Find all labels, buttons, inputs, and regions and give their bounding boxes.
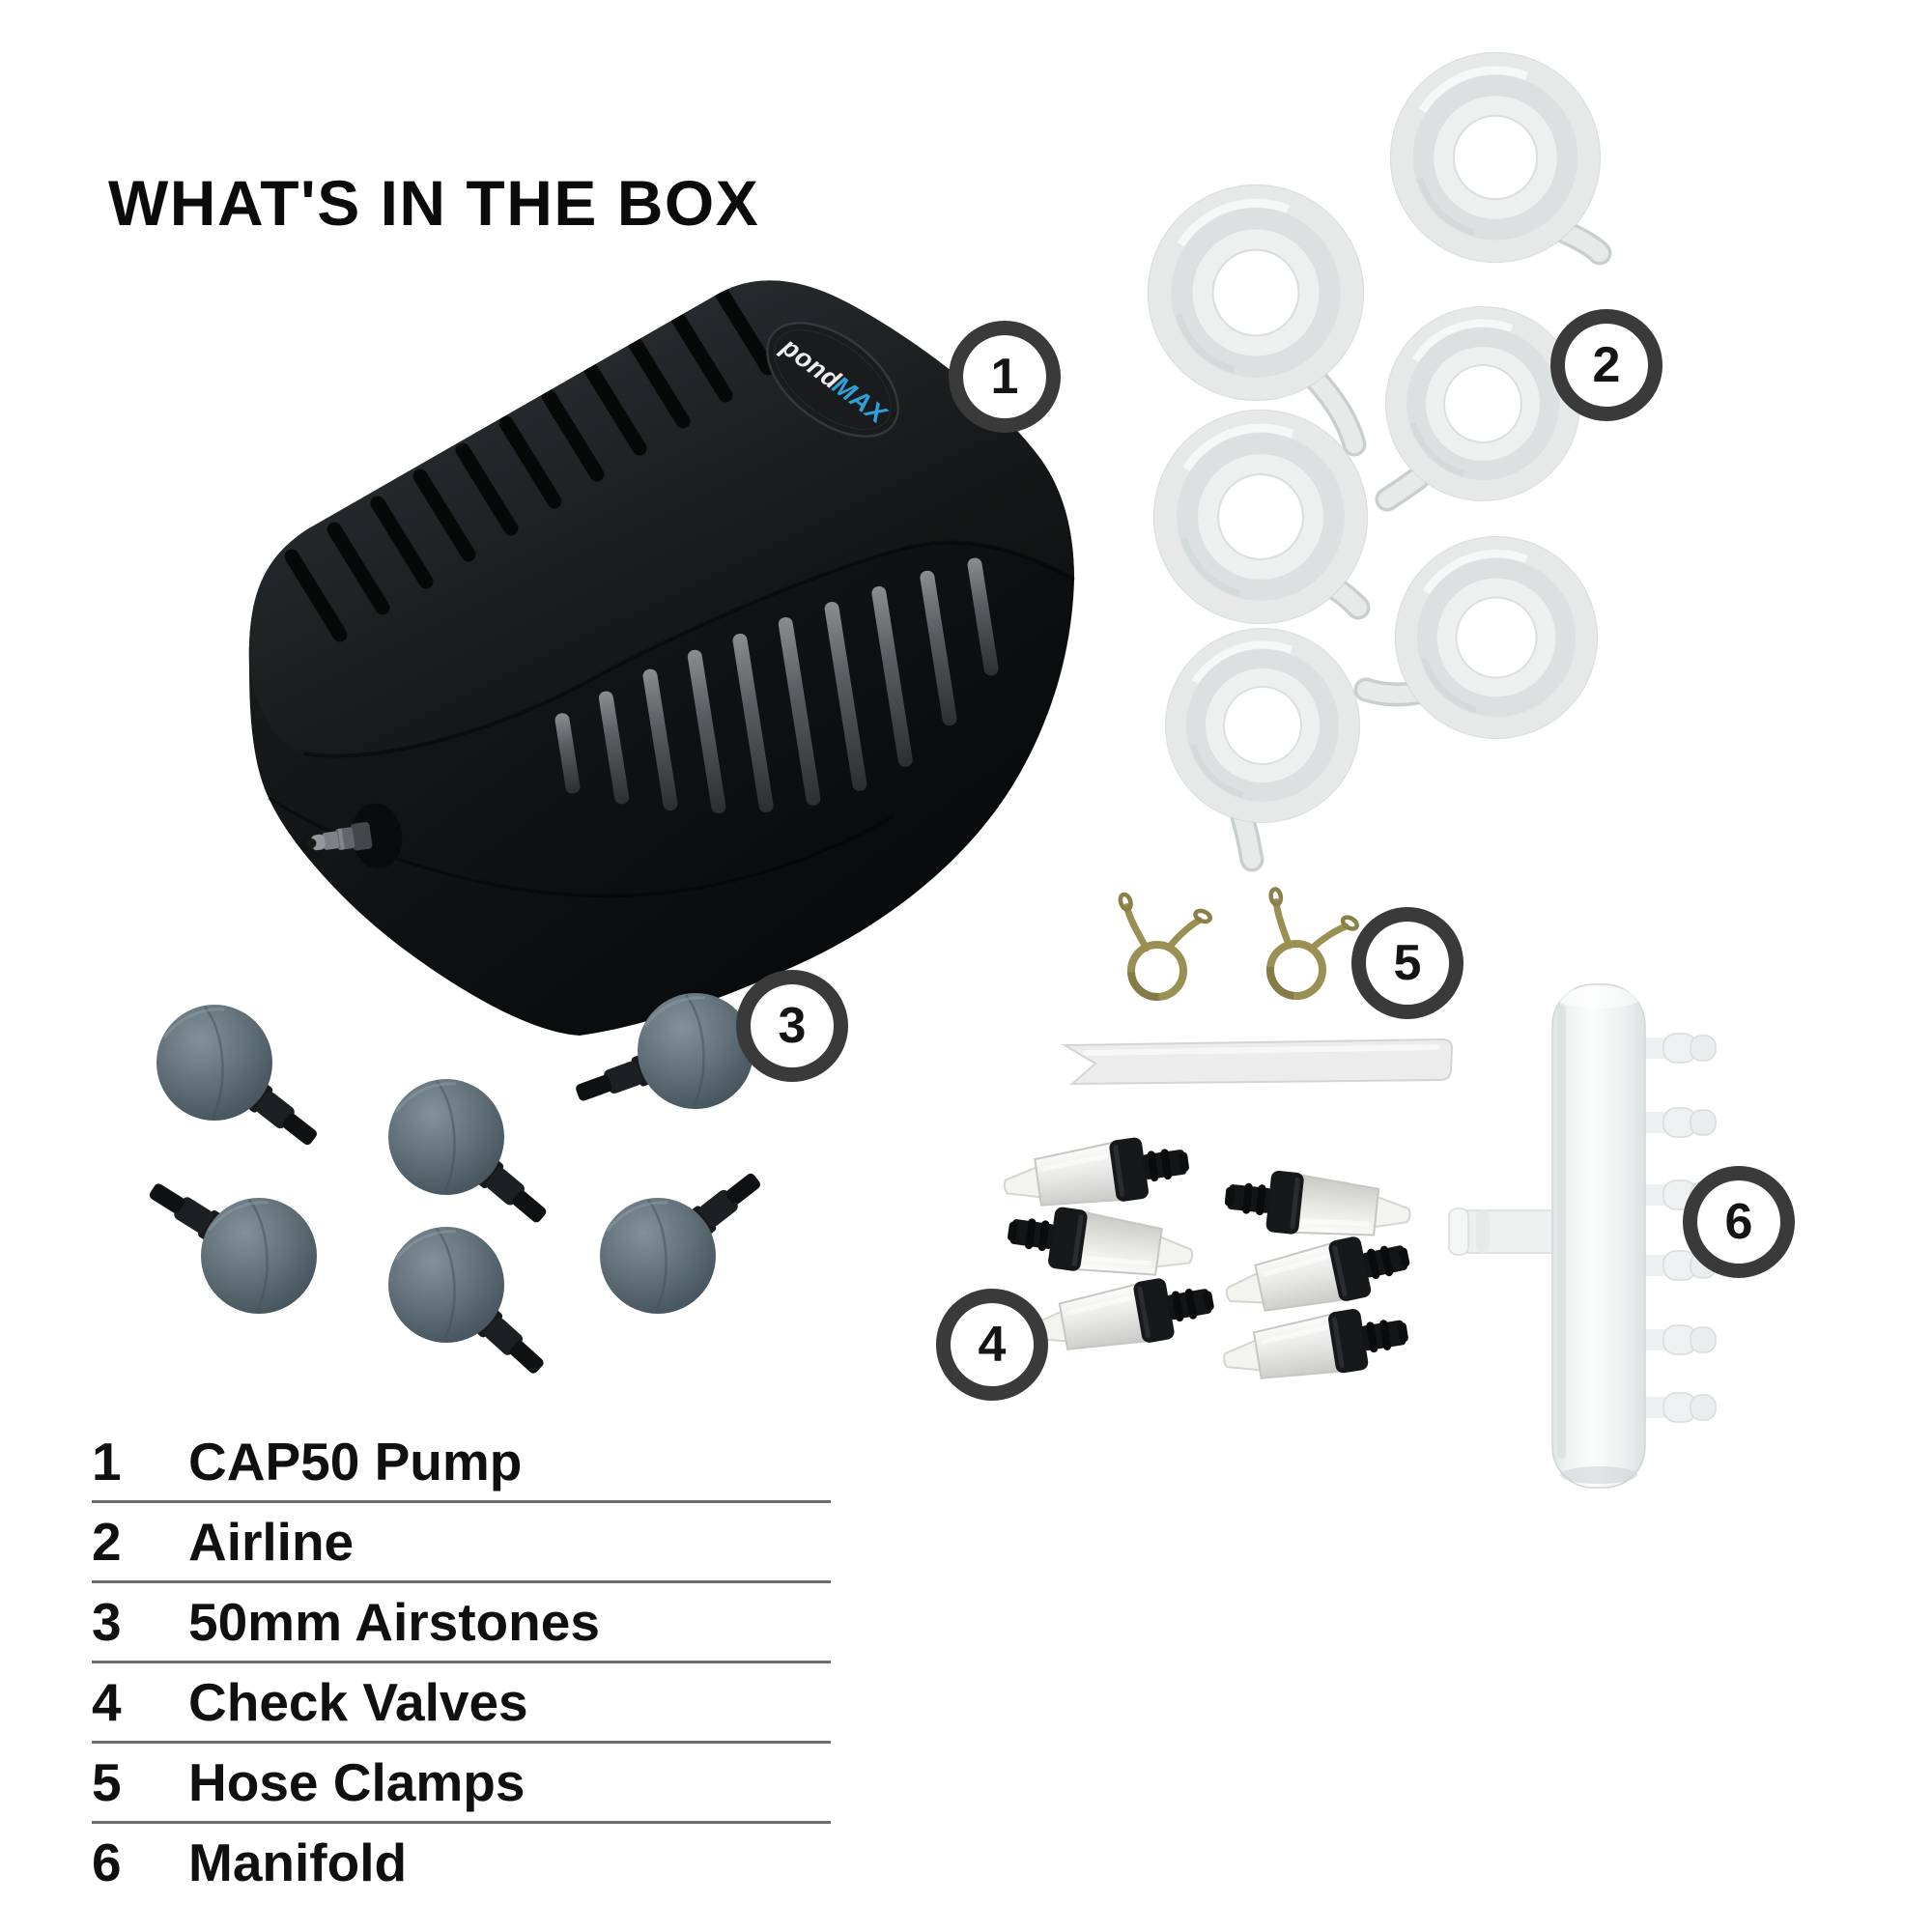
check-valve-4	[1222, 1165, 1413, 1246]
airline-coil-5	[1166, 629, 1359, 822]
airstone-2	[386, 1077, 553, 1230]
hose-clamp-1	[1119, 889, 1216, 999]
airstone-4	[144, 1176, 319, 1316]
pump-ridges	[284, 282, 776, 642]
callout-badge-5: 5	[1351, 907, 1463, 1019]
hose-clamps	[1119, 888, 1362, 1002]
legend-item-number: 2	[92, 1512, 122, 1572]
airline-coils	[1149, 53, 1600, 872]
legend-row-3: 3 50mm Airstones	[92, 1583, 831, 1663]
manifold-inlet	[1448, 1208, 1562, 1256]
pump-photo: pond MAX	[248, 280, 1075, 1036]
callout-badge-3: 3	[736, 970, 848, 1082]
airline-coil-6	[1396, 537, 1597, 738]
airstones	[144, 991, 767, 1380]
pump-vents	[554, 557, 999, 814]
legend-item-label: Hose Clamps	[188, 1752, 526, 1812]
legend-item-number: 5	[92, 1752, 122, 1812]
airline-coil-4	[1154, 411, 1367, 623]
legend-row-5: 5 Hose Clamps	[92, 1744, 831, 1824]
hose-clamp-2	[1259, 888, 1361, 1002]
callout-number-5: 5	[1393, 935, 1422, 991]
legend: 1 CAP50 Pump 2 Airline 3 50mm Airstones …	[92, 1423, 831, 1901]
check-valve-5	[1221, 1226, 1415, 1325]
legend-item-number: 4	[92, 1672, 122, 1732]
check-valve-2	[1004, 1200, 1196, 1287]
callout-badge-1: 1	[949, 321, 1061, 433]
legend-item-number: 3	[92, 1592, 122, 1652]
airline-coil-1	[1149, 185, 1363, 400]
airline-coil-2	[1391, 53, 1600, 262]
pump-outlet-nozzle	[306, 803, 403, 869]
callout-badge-4: 4	[936, 1289, 1048, 1401]
legend-item-label: Check Valves	[188, 1672, 528, 1732]
callout-badge-6: 6	[1683, 1166, 1795, 1278]
legend-row-4: 4 Check Valves	[92, 1663, 831, 1744]
airstone-5	[386, 1225, 551, 1380]
legend-row-6: 6 Manifold	[92, 1824, 831, 1901]
manifold	[1448, 983, 1717, 1489]
callout-number-4: 4	[978, 1317, 1007, 1373]
pump-logo: pond MAX	[766, 322, 899, 438]
spacer-tube	[1061, 1037, 1454, 1086]
check-valves	[1001, 1130, 1415, 1391]
legend-item-label: Airline	[188, 1512, 355, 1572]
legend-item-label: Manifold	[188, 1833, 408, 1892]
check-valve-1	[1001, 1130, 1193, 1217]
callout-number-3: 3	[778, 998, 807, 1054]
airstone-6	[598, 1166, 767, 1316]
airstone-1	[155, 1003, 324, 1152]
manifold-body	[1551, 983, 1646, 1489]
callout-number-1: 1	[990, 349, 1019, 405]
legend-item-number: 6	[92, 1833, 122, 1892]
legend-item-number: 1	[92, 1432, 122, 1492]
check-valve-3	[1025, 1269, 1218, 1362]
legend-item-label: 50mm Airstones	[188, 1592, 600, 1652]
legend-row-1: 1 CAP50 Pump	[92, 1423, 831, 1503]
callout-badge-2: 2	[1550, 309, 1662, 421]
callout-number-2: 2	[1592, 337, 1621, 393]
callout-number-6: 6	[1724, 1194, 1753, 1250]
legend-row-2: 2 Airline	[92, 1503, 831, 1583]
check-valve-6	[1219, 1301, 1412, 1391]
page-title: WHAT'S IN THE BOX	[108, 167, 760, 239]
legend-item-label: CAP50 Pump	[188, 1432, 523, 1492]
airline-coil-3	[1386, 307, 1579, 500]
